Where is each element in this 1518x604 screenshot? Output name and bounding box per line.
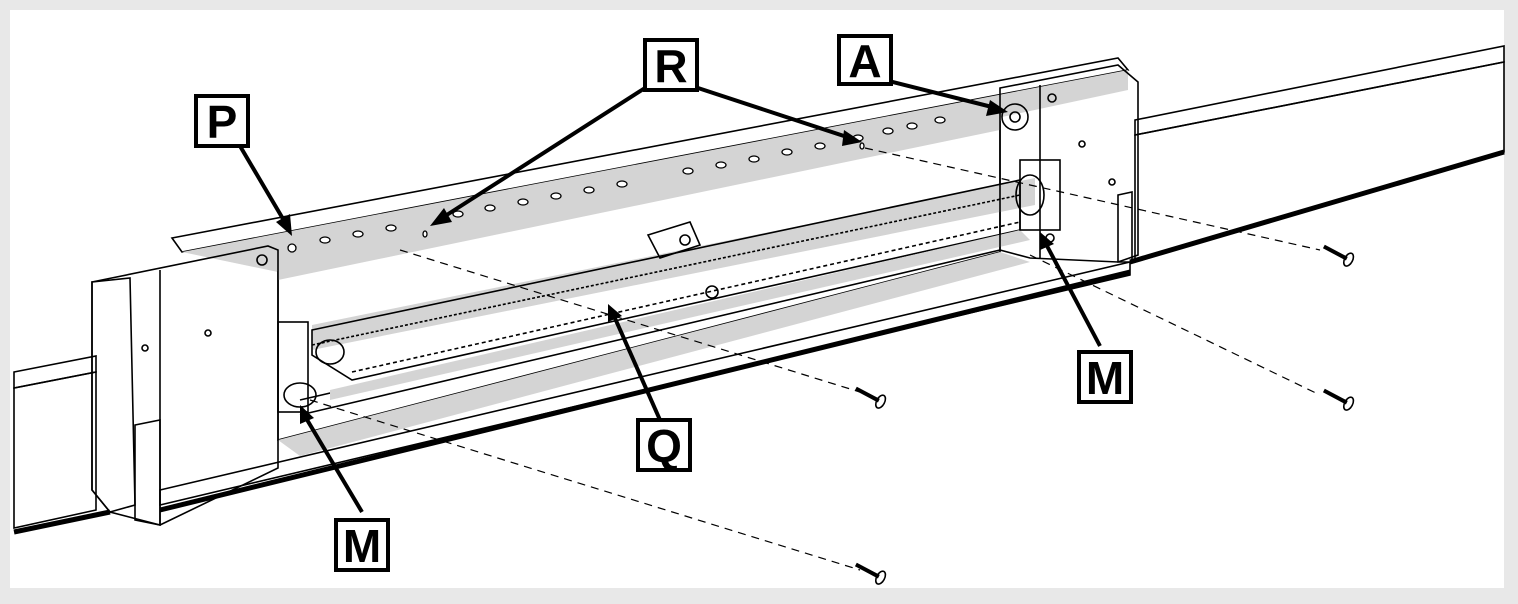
label-M-left-text: M [343, 520, 381, 572]
label-A-text: A [848, 35, 881, 87]
label-M-right-text: M [1086, 352, 1124, 404]
label-R: R [643, 38, 699, 92]
label-Q: Q [636, 418, 692, 472]
leader-arrows [238, 78, 1102, 514]
center-bracket [646, 221, 719, 299]
right-bracket [1015, 159, 1061, 231]
screw-paths [309, 147, 1321, 571]
baseboard-left [13, 355, 111, 535]
heater-body [159, 57, 1131, 513]
mounting-slots [287, 116, 946, 253]
label-P: P [194, 94, 250, 148]
screw-icon [854, 244, 1355, 585]
baseboard-right [1129, 45, 1505, 265]
heating-element [311, 178, 1035, 400]
left-end-cap [91, 245, 279, 526]
label-A: A [837, 34, 893, 87]
label-Q-text: Q [646, 420, 682, 472]
label-M-right: M [1077, 350, 1133, 404]
right-end-cap [999, 64, 1139, 263]
label-P-text: P [207, 96, 238, 148]
label-M-left: M [334, 518, 390, 572]
label-R-text: R [654, 40, 687, 92]
